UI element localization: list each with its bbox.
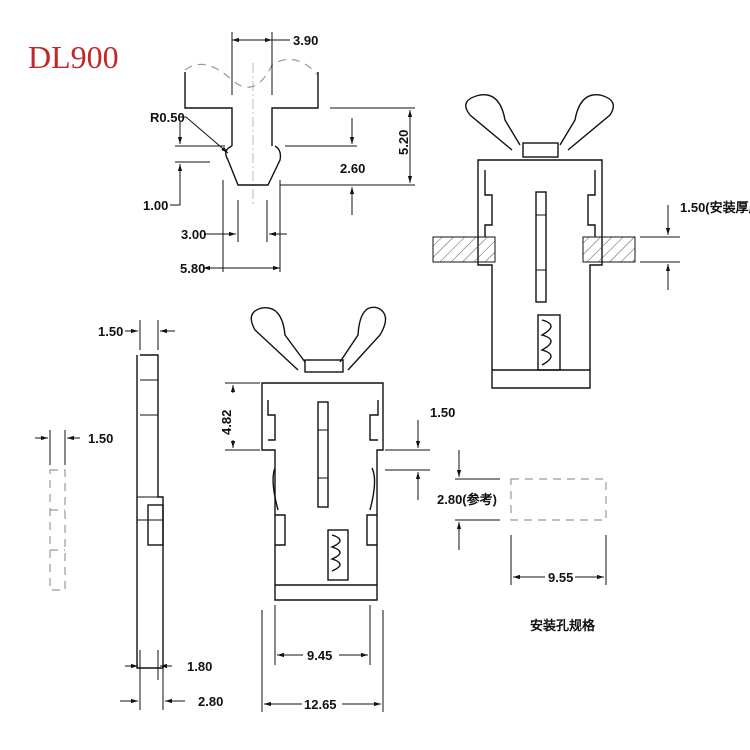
dim-height-total: 5.20 [396, 130, 411, 155]
part-number-title: DL900 [28, 39, 119, 75]
dim-hole-side-width: 1.50 [88, 431, 113, 446]
dim-front-step: 1.50 [430, 405, 455, 420]
dim-front-height: 4.82 [219, 410, 234, 435]
front-view: 4.82 1.50 9.45 12.65 [219, 306, 455, 712]
dim-hole-height: 2.80(参考) [437, 492, 497, 507]
dim-offset: 1.00 [143, 198, 168, 213]
dim-width-top: 3.90 [293, 33, 318, 48]
terminal-tip-detail: 3.90 R0.50 5.20 2.60 1.00 3.00 5.80 [143, 32, 415, 276]
dim-height-mid: 2.60 [340, 161, 365, 176]
side-view: 1.50 1.80 2.80 [98, 320, 223, 710]
dim-front-inner: 9.45 [307, 648, 332, 663]
dim-side-bottom-outer: 2.80 [198, 694, 223, 709]
dim-radius: R0.50 [150, 110, 185, 125]
dim-mount-thickness: 1.50(安装厚度) [680, 200, 750, 215]
dim-side-bottom-inner: 1.80 [187, 659, 212, 674]
dim-front-outer: 12.65 [304, 697, 337, 712]
dim-width-bottom: 5.80 [180, 261, 205, 276]
mounting-hole-spec: 2.80(参考) 9.55 安装孔规格 [437, 450, 607, 633]
hole-side-view: 1.50 [35, 430, 113, 591]
dim-hole-width: 9.55 [548, 570, 573, 585]
mounting-hole-caption: 安装孔规格 [530, 618, 596, 633]
dim-tip: 3.00 [181, 227, 206, 242]
installed-view: 1.50(安装厚度) [432, 94, 750, 389]
dim-side-top: 1.50 [98, 324, 123, 339]
